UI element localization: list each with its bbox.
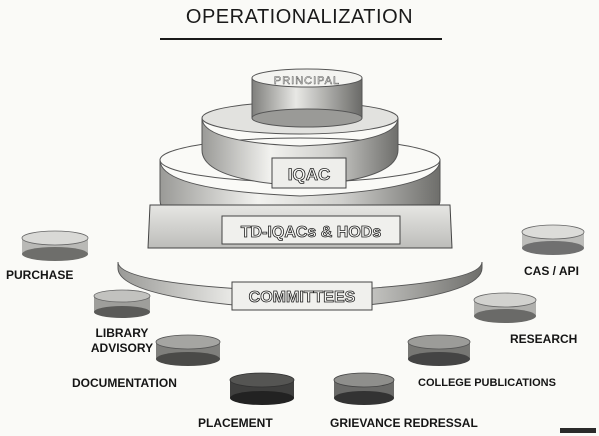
td-iqacs-plate	[221, 215, 401, 245]
label-grievance-redressal: GRIEVANCE REDRESSAL	[330, 416, 478, 430]
label-research: RESEARCH	[510, 332, 578, 346]
label-library: LIBRARY	[95, 326, 149, 340]
disc-research	[473, 292, 537, 323]
committees-tier: COMMITTEES	[117, 261, 483, 311]
disc-placement	[229, 372, 295, 405]
title-underline	[160, 38, 442, 40]
disc-purchase	[21, 230, 89, 261]
label-placement: PLACEMENT	[198, 416, 273, 430]
td-iqacs-label: TD-IQACs & HODs	[241, 224, 382, 241]
label-library-advisory: LIBRARY ADVISORY	[82, 326, 162, 356]
label-documentation: DOCUMENTATION	[72, 376, 177, 390]
principal-label: PRINCIPAL	[274, 75, 340, 87]
disc-library-advisory	[93, 289, 151, 318]
iqac-label: IQAC	[288, 165, 331, 184]
corner-mark	[560, 428, 596, 433]
disc-college-publications	[407, 334, 471, 366]
td-iqacs-tier: TD-IQACs & HODs	[147, 137, 453, 249]
disc-cas-api	[521, 224, 585, 255]
iqac-plate	[271, 157, 347, 189]
label-college-publications: COLLEGE PUBLICATIONS	[418, 377, 556, 389]
label-advisory: ADVISORY	[90, 341, 154, 355]
committees-label: COMMITTEES	[249, 289, 356, 306]
diagram-title: OPERATIONALIZATION	[185, 6, 414, 28]
disc-grievance-redressal	[333, 372, 395, 405]
disc-documentation	[155, 334, 221, 366]
principal-tier: PRINCIPAL	[251, 68, 363, 128]
label-cas-api: CAS / API	[524, 264, 579, 278]
label-purchase: PURCHASE	[6, 268, 74, 282]
committees-plate	[231, 281, 373, 311]
